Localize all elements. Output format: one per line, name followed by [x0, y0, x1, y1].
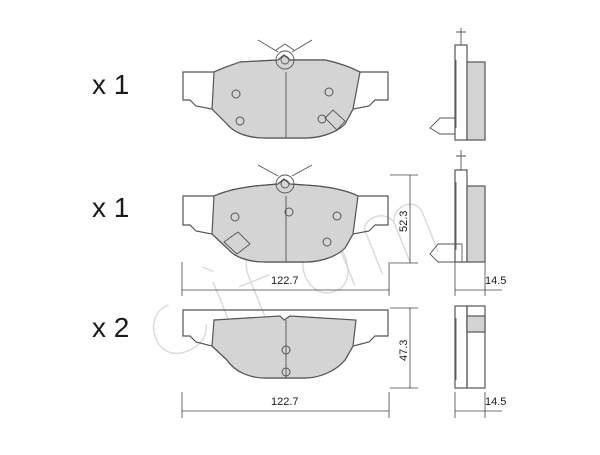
row3-pad-side — [454, 305, 486, 389]
row3-height-label: 47.3 — [398, 340, 410, 361]
row3-height-dimension: 47.3 — [390, 307, 418, 389]
row2-pad-side — [429, 150, 486, 263]
row2-width-dimension: 122.7 — [181, 262, 390, 296]
row2-width-label: 122.7 — [271, 275, 299, 287]
row3-thickness-dimension: 14.5 — [454, 392, 506, 418]
row1-quantity: x 1 — [92, 69, 129, 100]
row2-quantity: x 1 — [92, 192, 129, 223]
row3-quantity: x 2 — [92, 312, 129, 343]
row3-pad-front — [182, 309, 389, 379]
row3-thickness-label: 14.5 — [485, 396, 506, 408]
row3-width-dimension: 122.7 — [181, 392, 390, 418]
row2-thickness-label: 14.5 — [485, 275, 506, 287]
row2-height-dimension: 52.3 — [390, 174, 418, 264]
row2-pad-front — [182, 164, 389, 263]
row1-pad-front — [182, 39, 389, 139]
row2-thickness-dimension: 14.5 — [454, 262, 506, 296]
row3-width-label: 122.7 — [271, 396, 299, 408]
row2-height-label: 52.3 — [398, 211, 410, 232]
row1-pad-side — [429, 28, 486, 141]
